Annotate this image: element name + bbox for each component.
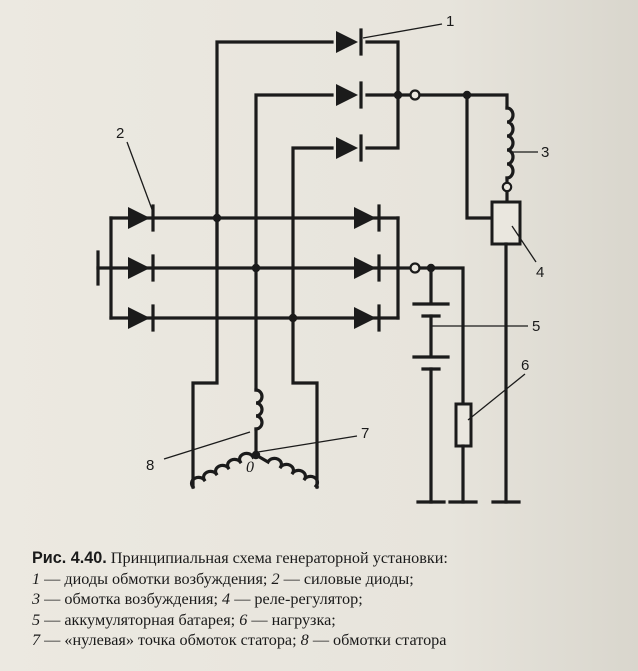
callout-2: 2 — [116, 125, 124, 142]
excitation-diodes — [215, 28, 509, 320]
legend-text: аккумуляторная батарея; — [64, 610, 236, 629]
legend-num: 5 — [32, 610, 41, 629]
power-diode — [128, 304, 155, 332]
power-diode — [128, 204, 155, 232]
figure-title: Принципиальная схема генераторной устано… — [110, 549, 448, 567]
excitation-diode — [336, 28, 363, 56]
power-diode — [354, 204, 381, 232]
callout-7: 7 — [361, 425, 369, 442]
figure-caption: Рис. 4.40. Принципиальная схема генерато… — [32, 549, 448, 650]
stator-windings: 0 — [189, 216, 320, 490]
callout-1: 1 — [446, 13, 454, 30]
excitation-diode — [336, 81, 363, 109]
legend-text: «нулевая» точка обмоток статора; — [64, 631, 297, 650]
legend-text: нагрузка; — [271, 610, 336, 629]
generator-circuit-diagram: 0 1 2 3 4 5 6 7 8 — [96, 13, 549, 504]
legend-num: 6 — [239, 610, 248, 629]
figure-label: Рис. 4.40. — [32, 549, 107, 567]
relay-regulator — [465, 93, 522, 504]
legend-text: обмотки статора — [333, 631, 447, 650]
callout-5: 5 — [532, 318, 540, 335]
legend-num: 8 — [300, 631, 309, 650]
legend-text: диоды обмотки возбуждения; — [64, 569, 268, 588]
legend-text: реле-регулятор; — [254, 590, 363, 609]
legend-num: 1 — [32, 569, 41, 588]
legend-num: 3 — [32, 590, 41, 609]
neutral-point-label: 0 — [246, 459, 254, 476]
callout-4: 4 — [536, 264, 544, 281]
power-diode-bridge — [96, 204, 465, 406]
load-resistor — [454, 402, 473, 504]
excitation-winding — [501, 106, 515, 204]
callout-6: 6 — [521, 357, 529, 374]
legend-text: обмотка возбуждения; — [64, 590, 218, 609]
callout-8: 8 — [146, 457, 154, 474]
legend-num: 2 — [271, 569, 280, 588]
battery — [412, 266, 450, 504]
power-diode — [128, 254, 155, 282]
callouts: 1 2 3 4 5 6 7 8 — [116, 13, 549, 474]
legend-num: 4 — [222, 590, 231, 609]
callout-3: 3 — [541, 144, 549, 161]
legend-text: силовые диоды; — [303, 569, 414, 588]
excitation-diode — [336, 134, 363, 162]
power-diode — [354, 254, 381, 282]
power-diode — [354, 304, 381, 332]
legend-num: 7 — [32, 631, 41, 650]
